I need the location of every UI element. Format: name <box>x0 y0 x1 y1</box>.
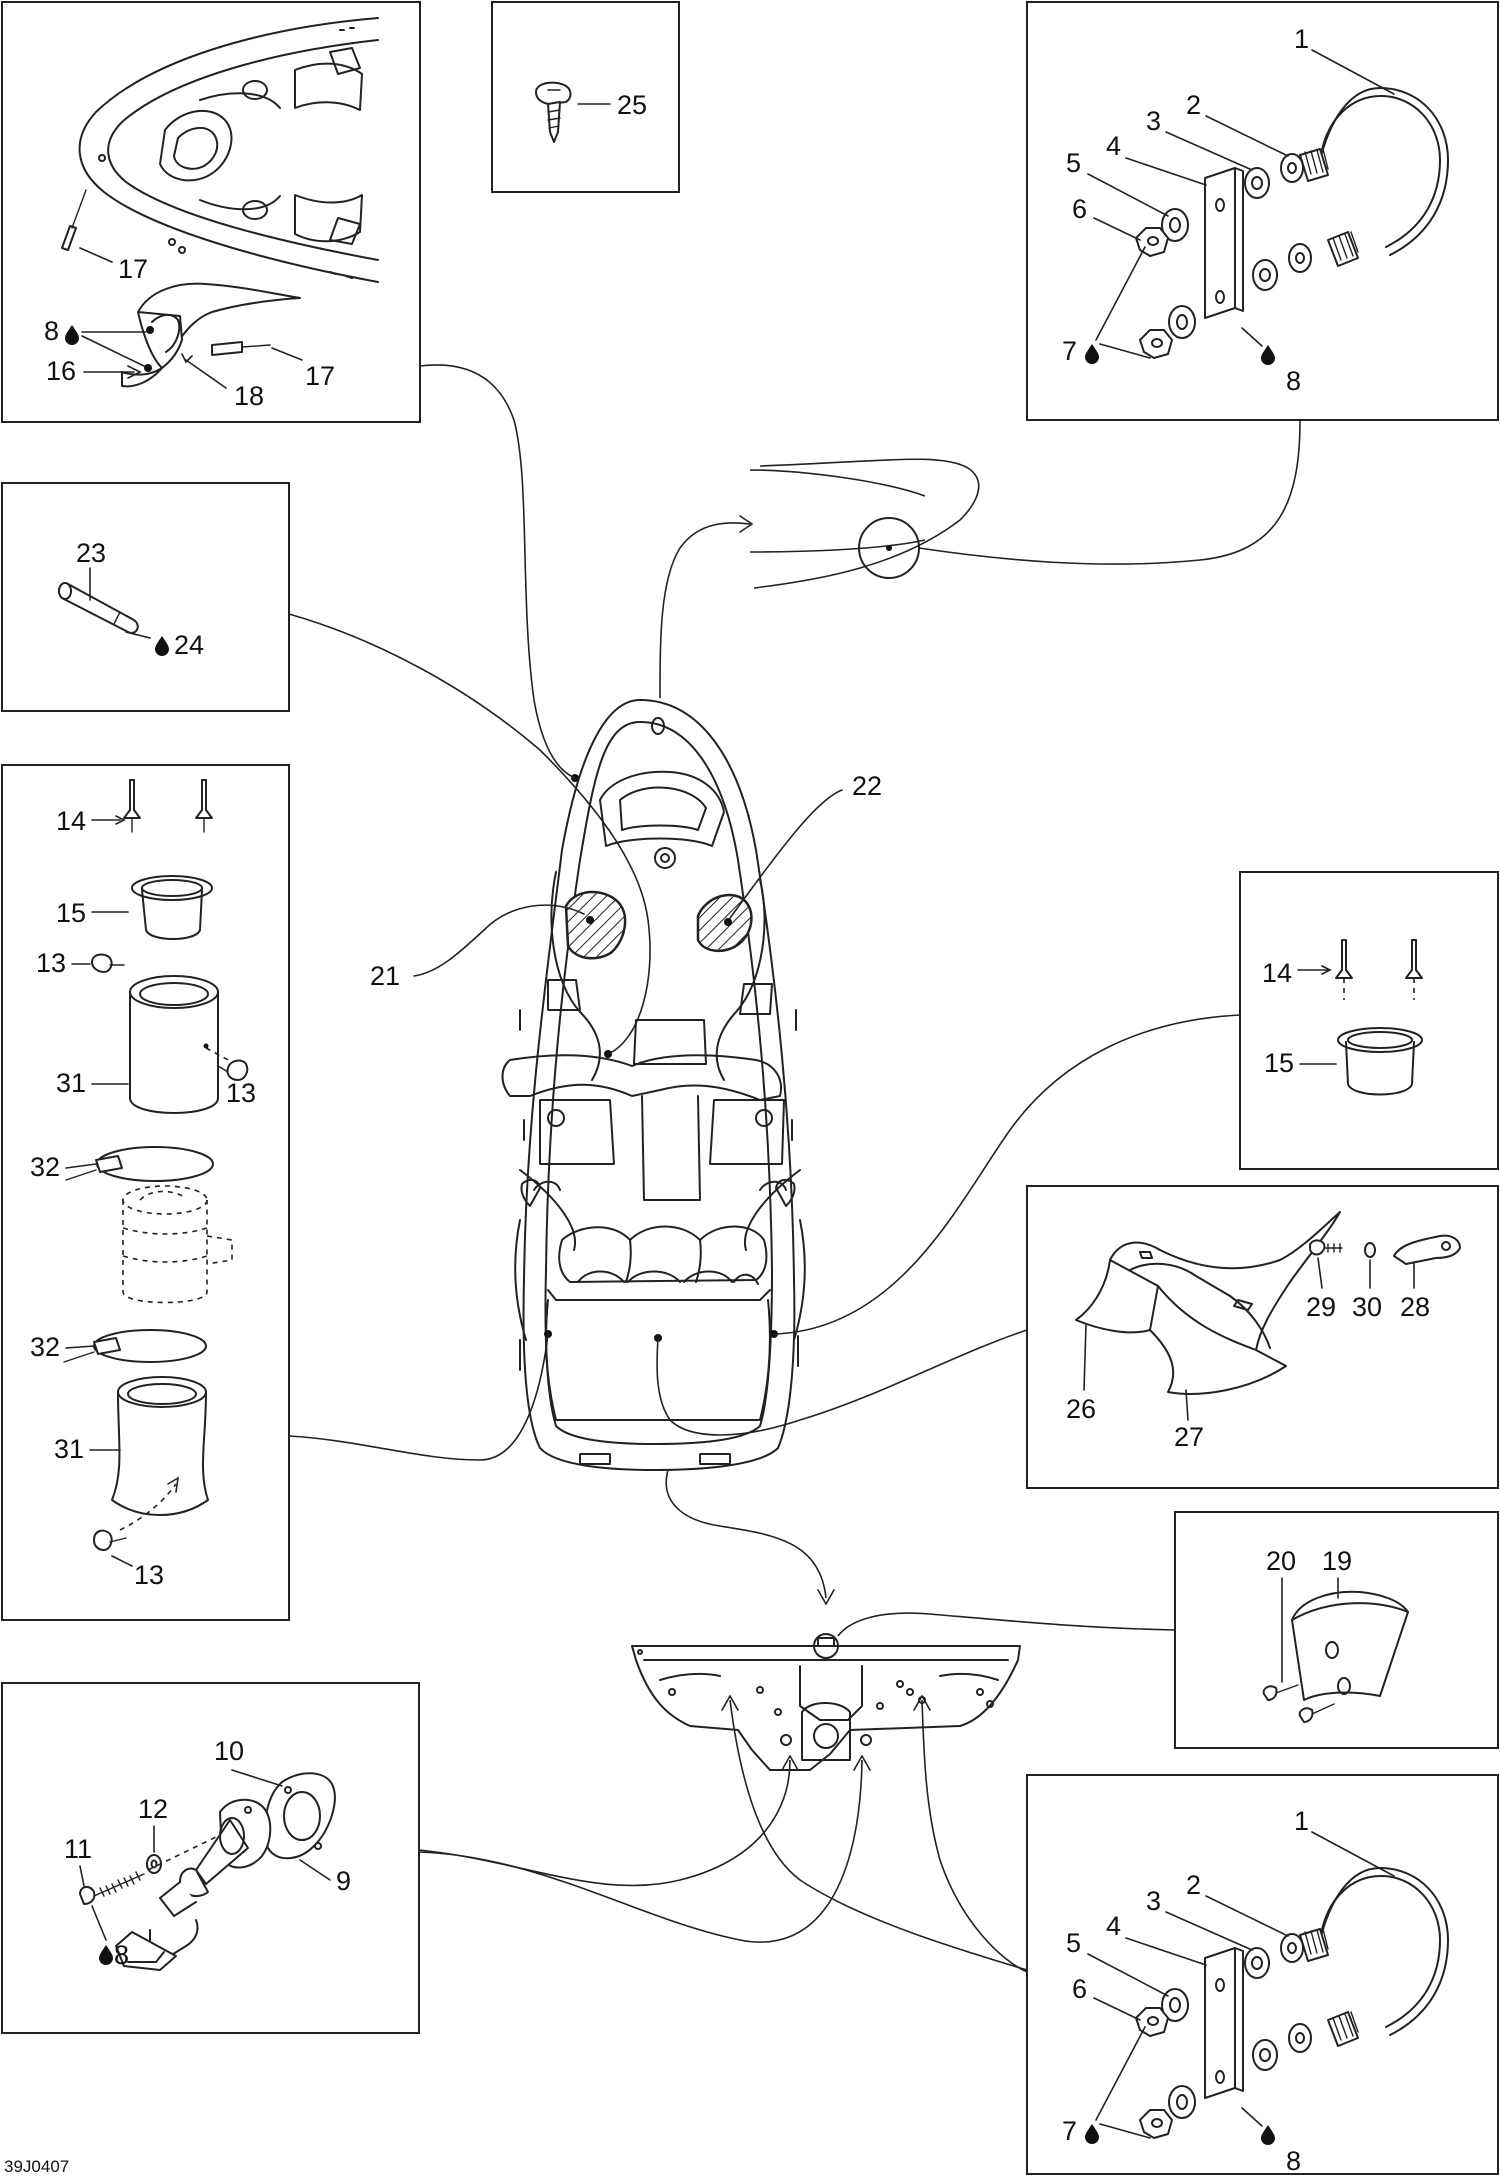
panel-vent-parts: 14 15 13 31 13 32 <box>1 764 290 1621</box>
callout-28: 28 <box>1400 1292 1430 1322</box>
callout-13: 13 <box>134 1560 164 1590</box>
callout-6: 6 <box>1072 194 1087 224</box>
callout-18: 18 <box>234 381 264 411</box>
callout-2: 2 <box>1186 90 1201 120</box>
callout-8: 8 <box>1286 2146 1301 2176</box>
callout-2: 2 <box>1186 1870 1201 1900</box>
panel-vent-cap: 14 15 <box>1239 871 1499 1170</box>
callout-3: 3 <box>1146 106 1161 136</box>
panel-nose-detail: 17 17 8 16 18 <box>1 1 421 423</box>
callout-26: 26 <box>1066 1394 1096 1424</box>
callout-10: 10 <box>214 1736 244 1766</box>
oil-drop-icon <box>1085 2124 1099 2144</box>
panel-screw: 25 <box>491 1 680 193</box>
oil-drop-icon <box>99 1945 113 1965</box>
callout-27: 27 <box>1174 1422 1204 1452</box>
callout-6: 6 <box>1072 1974 1087 2004</box>
panel-drain-plug: 10 12 11 9 8 <box>1 1682 420 2034</box>
callout-7: 7 <box>1062 336 1077 366</box>
callout-1: 1 <box>1294 1806 1309 1836</box>
callout-32: 32 <box>30 1332 60 1362</box>
callout-5: 5 <box>1066 148 1081 178</box>
oil-drop-icon <box>65 325 79 345</box>
callout-31: 31 <box>54 1434 84 1464</box>
callout-22: 22 <box>852 771 882 801</box>
transom-assembly <box>631 1633 1021 1771</box>
callout-11: 11 <box>64 1834 92 1864</box>
callout-29: 29 <box>1306 1292 1336 1322</box>
callout-13: 13 <box>36 948 66 978</box>
panel-deflector: 29 30 28 26 27 <box>1026 1185 1499 1489</box>
callout-25: 25 <box>617 90 647 120</box>
callout-5: 5 <box>1066 1928 1081 1958</box>
callout-13: 13 <box>226 1078 256 1108</box>
hull-assembly: 21 22 <box>370 699 882 1471</box>
callout-4: 4 <box>1106 131 1121 161</box>
oil-drop-icon <box>1085 344 1099 364</box>
callout-12: 12 <box>138 1794 168 1824</box>
callout-17: 17 <box>118 254 148 284</box>
callout-8: 8 <box>1286 366 1301 396</box>
callout-8: 8 <box>44 316 59 346</box>
panel-clamp: 20 19 <box>1174 1511 1499 1749</box>
panel-ubolt-bottom: 1 2 3 4 5 6 7 8 <box>1026 1774 1499 2176</box>
callout-24: 24 <box>174 630 204 660</box>
oil-drop-icon <box>1261 345 1275 365</box>
callout-14: 14 <box>1262 958 1292 988</box>
bow-pointer <box>749 458 980 589</box>
callout-16: 16 <box>46 356 76 386</box>
callout-17: 17 <box>305 361 335 391</box>
callout-8: 8 <box>114 1940 129 1970</box>
callout-14: 14 <box>56 806 86 836</box>
callout-20: 20 <box>1266 1546 1296 1576</box>
panel-rod: 23 24 <box>1 482 290 712</box>
panel-ubolt-top: 1 2 3 4 5 6 7 8 <box>1026 1 1499 421</box>
oil-drop-icon <box>155 636 169 656</box>
callout-4: 4 <box>1106 1911 1121 1941</box>
connector-lines <box>288 364 1301 1973</box>
callout-1: 1 <box>1294 24 1309 54</box>
callout-3: 3 <box>1146 1886 1161 1916</box>
callout-15: 15 <box>1264 1048 1294 1078</box>
callout-7: 7 <box>1062 2116 1077 2146</box>
callout-23: 23 <box>76 538 106 568</box>
callout-21: 21 <box>370 961 400 991</box>
callout-31: 31 <box>56 1068 86 1098</box>
callout-32: 32 <box>30 1152 60 1182</box>
oil-drop-icon <box>1261 2125 1275 2145</box>
callout-30: 30 <box>1352 1292 1382 1322</box>
callout-19: 19 <box>1322 1546 1352 1576</box>
callout-9: 9 <box>336 1866 351 1896</box>
figure-code: 39J0407 <box>4 2157 69 2176</box>
callout-15: 15 <box>56 898 86 928</box>
